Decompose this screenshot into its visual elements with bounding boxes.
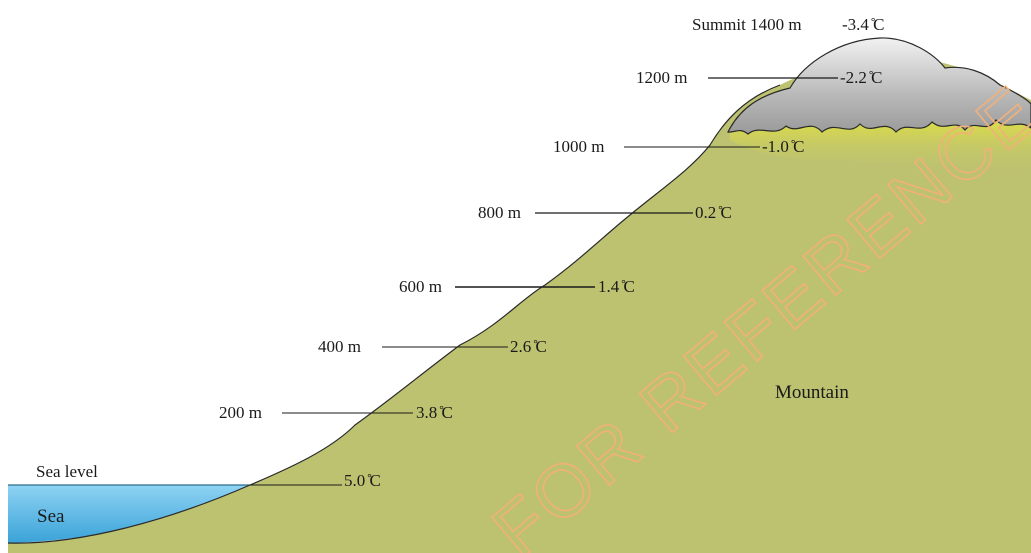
altitude-label-400: 400 m [318, 337, 361, 356]
sea-label: Sea [37, 506, 65, 527]
altitude-label-1000: 1000 m [553, 137, 604, 156]
temperature-label-600: 1.4 ̊C [598, 277, 635, 296]
summit-label: Summit 1400 m [692, 15, 802, 34]
snow-glow [730, 115, 1031, 175]
temperature-label-800: 0.2 ̊C [695, 203, 732, 222]
summit-temperature: -3.4 ̊C [842, 15, 885, 34]
temperature-label-1000: -1.0 ̊C [762, 137, 805, 156]
temperature-label-1200: -2.2 ̊C [840, 68, 883, 87]
temperature-label-sea-level: 5.0 ̊C [344, 471, 381, 490]
altitude-label-600: 600 m [399, 277, 442, 296]
temperature-label-400: 2.6 ̊C [510, 337, 547, 356]
sea-level-label: Sea level [36, 462, 98, 481]
temperature-label-200: 3.8 ̊C [416, 403, 453, 422]
mountain-body [8, 56, 1031, 553]
mountain-label: Mountain [775, 382, 849, 403]
mountain-outline [7, 84, 781, 544]
altitude-label-1200: 1200 m [636, 68, 687, 87]
sea-area [8, 485, 250, 543]
summit-cloud [727, 37, 1031, 135]
altitude-label-200: 200 m [219, 403, 262, 422]
altitude-label-800: 800 m [478, 203, 521, 222]
